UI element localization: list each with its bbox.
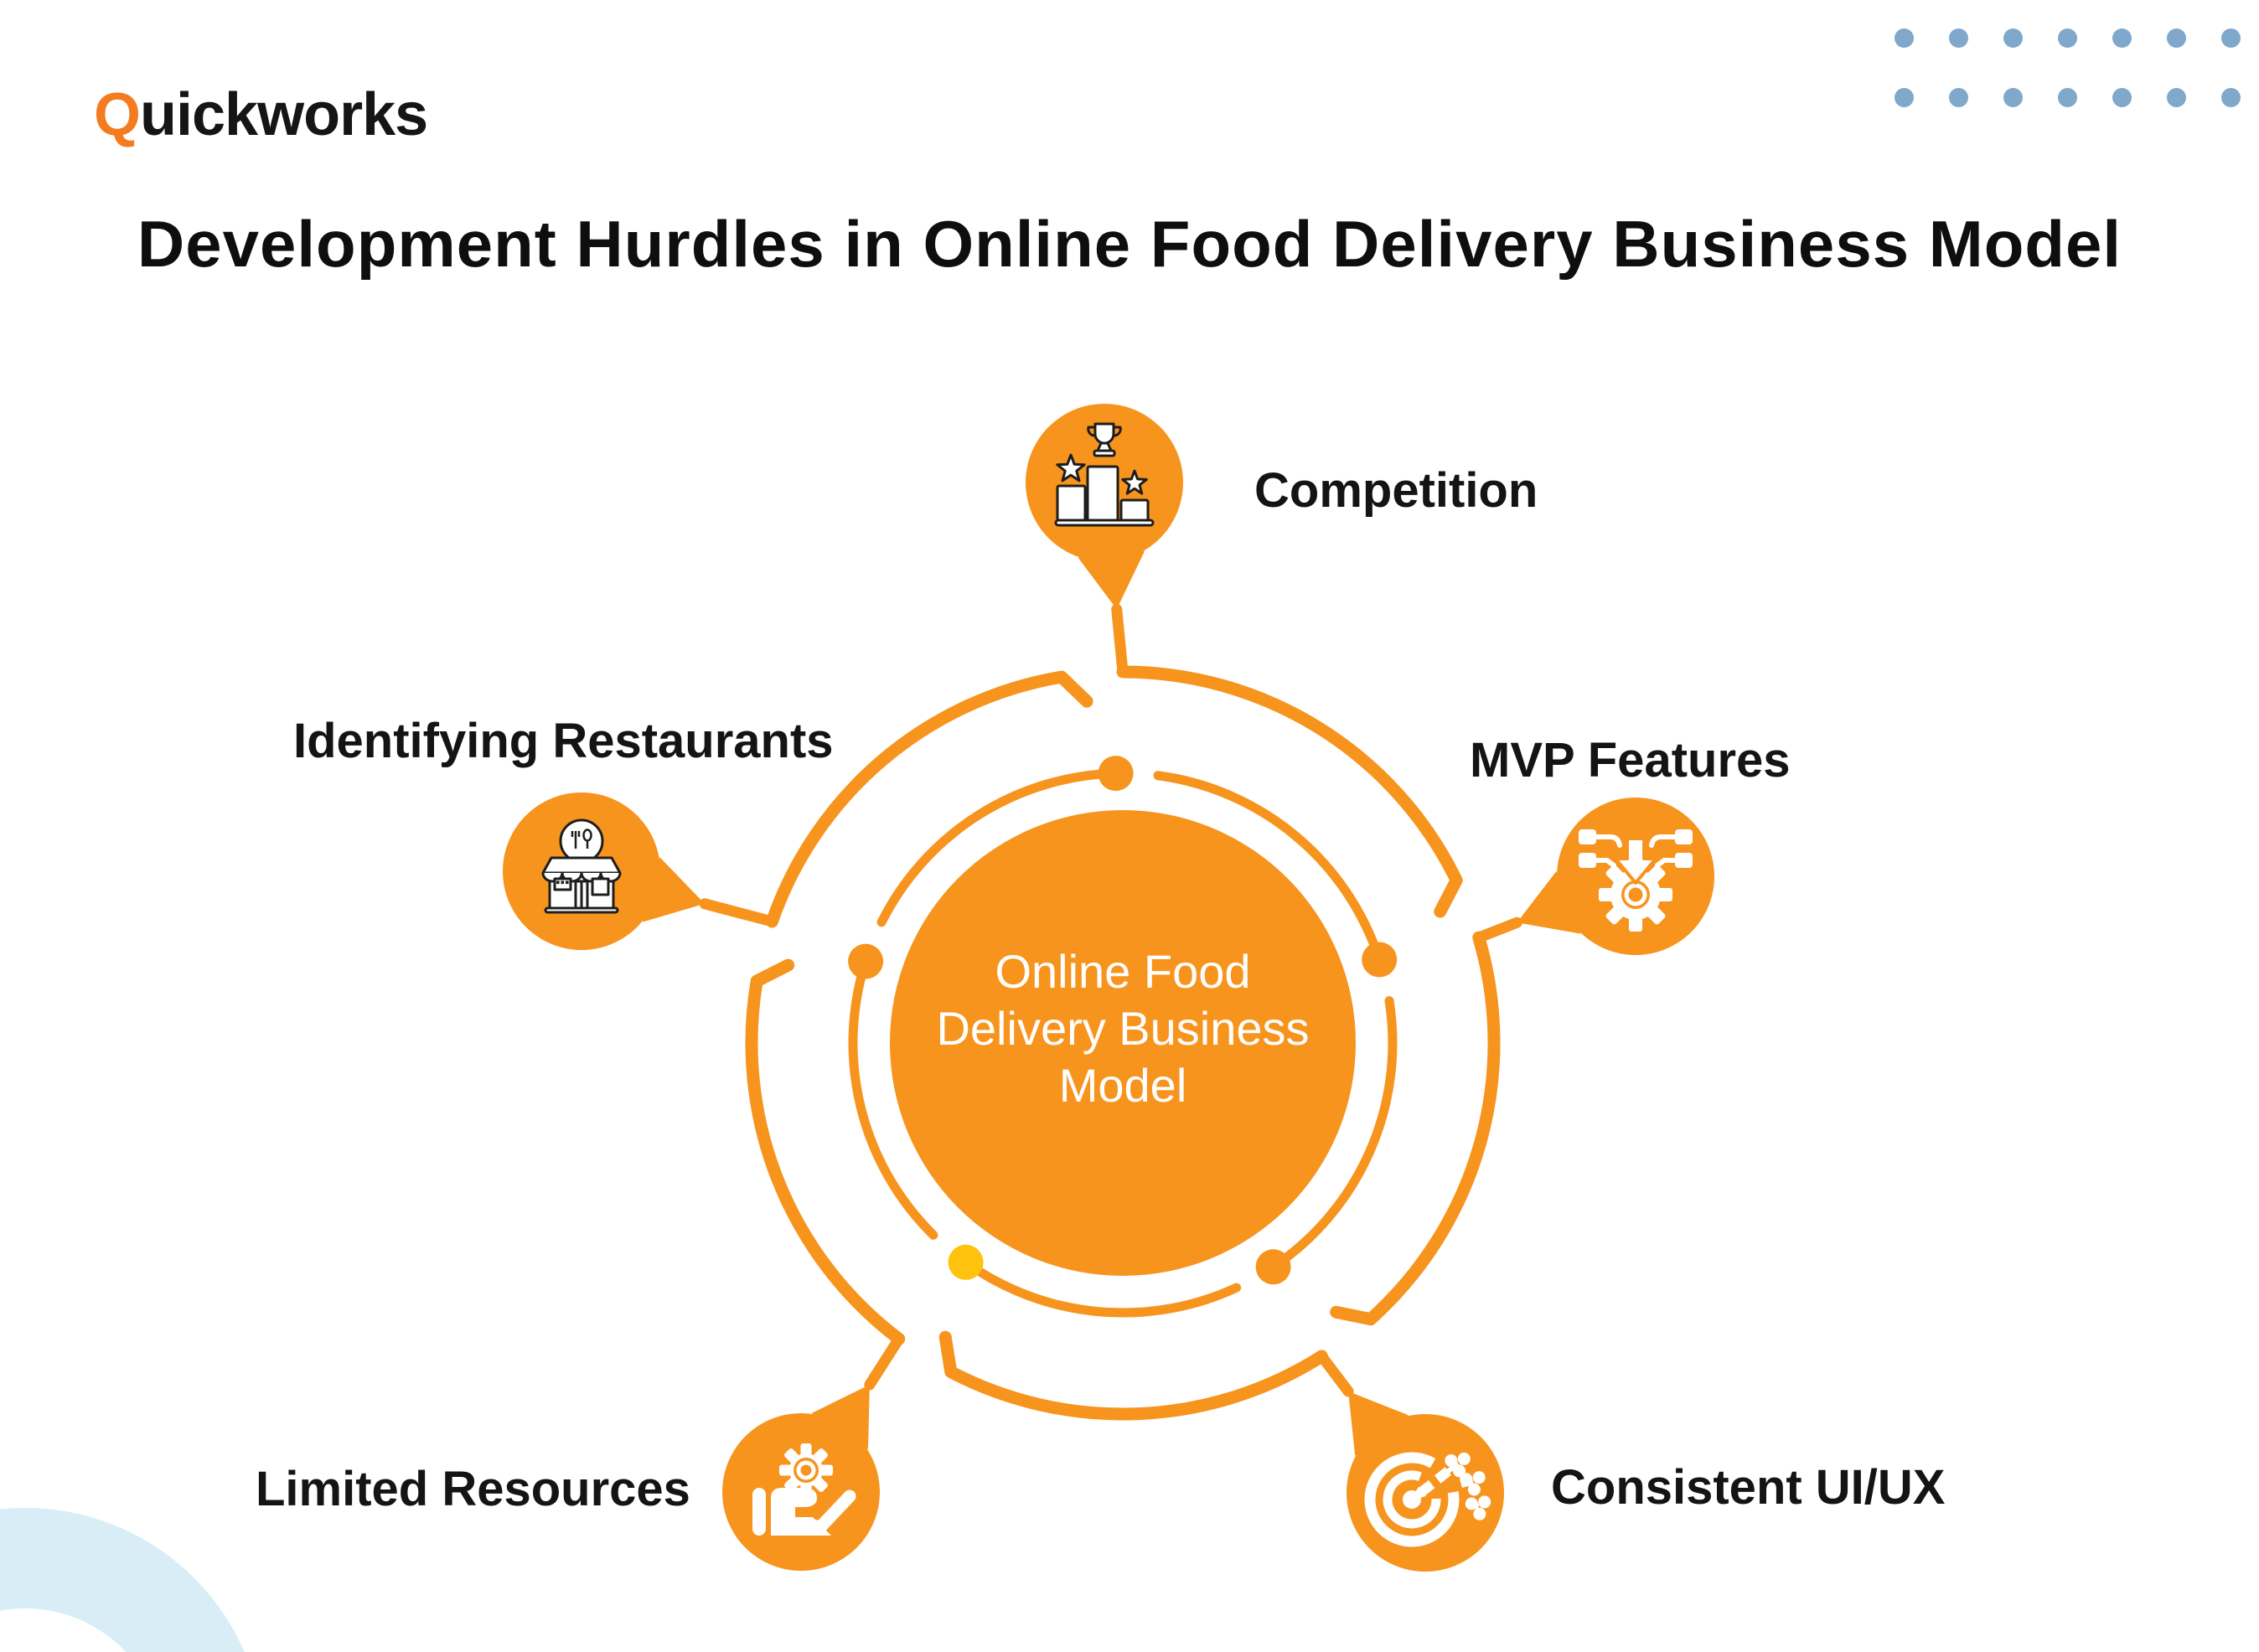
node-bubble-tail bbox=[1517, 871, 1581, 934]
node-label-identifying-restaurants: Identifying Restaurants bbox=[293, 714, 834, 768]
page-title: Development Hurdles in Online Food Deliv… bbox=[137, 207, 2122, 281]
down-arrow-shape bbox=[1614, 837, 1657, 885]
blue-dot-decoration bbox=[2112, 28, 2132, 48]
blue-dot-decoration bbox=[2167, 88, 2186, 107]
trophy-podium-icon bbox=[1054, 422, 1155, 527]
gear-shape bbox=[1599, 858, 1672, 932]
blue-dot-decoration bbox=[2058, 88, 2077, 107]
inner-ring-arc bbox=[961, 1257, 1242, 1318]
node-label-mvp-features: MVP Features bbox=[1470, 733, 1791, 787]
blue-dot-decoration bbox=[1895, 28, 1914, 48]
inner-ring-arc bbox=[876, 768, 1121, 927]
node-competition bbox=[1026, 404, 1183, 678]
blue-dot-decoration bbox=[2003, 28, 2023, 48]
blue-dot-decoration bbox=[1949, 88, 1968, 107]
blue-dot-decoration bbox=[2221, 28, 2241, 48]
node-connector-line bbox=[1316, 1350, 1354, 1397]
node-connector-line bbox=[1111, 603, 1129, 678]
node-label-consistent-uiux: Consistent UI/UX bbox=[1551, 1460, 1946, 1515]
blue-dot-decoration bbox=[2167, 28, 2186, 48]
outer-ring-arc bbox=[938, 1330, 1328, 1421]
hand-gear-icon bbox=[752, 1443, 856, 1536]
node-label-competition: Competition bbox=[1254, 463, 1538, 518]
node-bubble-tail bbox=[811, 1384, 870, 1450]
flowchart-gear-icon bbox=[1579, 829, 1693, 932]
node-consistent-uiux bbox=[1316, 1350, 1504, 1572]
inner-ring-arc bbox=[1153, 771, 1384, 964]
central-topic-circle: Online Food Delivery Business Model bbox=[890, 810, 1356, 1276]
blue-dot-decoration bbox=[2221, 88, 2241, 107]
inner-ring-dot bbox=[1362, 942, 1398, 978]
blue-dot-decoration bbox=[2112, 88, 2132, 107]
outer-ring-arc bbox=[1116, 665, 1463, 918]
logo-text: uickworks bbox=[140, 81, 428, 148]
blue-dot-decoration bbox=[2003, 88, 2023, 107]
blue-dot-decoration bbox=[1949, 28, 1968, 48]
node-mvp-features bbox=[1473, 798, 1714, 955]
logo-q-letter: Q bbox=[94, 81, 141, 148]
node-identifying-restaurants bbox=[503, 792, 778, 950]
outer-ring-arc bbox=[1330, 931, 1501, 1326]
node-connector-line bbox=[699, 898, 778, 927]
central-topic-line: Delivery Business bbox=[936, 1002, 1310, 1055]
outer-ring-arc bbox=[745, 958, 906, 1345]
node-label-limited-resources: Limited Resources bbox=[256, 1462, 690, 1516]
target-dart-icon bbox=[1364, 1452, 1491, 1547]
inner-ring-dot bbox=[848, 943, 884, 979]
storefront-icon bbox=[541, 818, 622, 914]
brand-logo: Quickworks bbox=[94, 80, 428, 149]
node-connector-line bbox=[1473, 916, 1522, 943]
inner-ring-dot bbox=[1098, 756, 1134, 792]
node-connector-line bbox=[864, 1333, 905, 1391]
central-topic-line: Model bbox=[1058, 1059, 1187, 1112]
inner-ring-arc bbox=[848, 957, 938, 1240]
node-bubble-tail bbox=[1078, 550, 1145, 610]
inner-ring-dot bbox=[948, 1244, 984, 1280]
dots-grid-decoration bbox=[1895, 28, 2259, 147]
blue-dot-decoration bbox=[1895, 88, 1914, 107]
inner-ring-arc bbox=[1269, 996, 1398, 1272]
central-topic-line: Online Food bbox=[995, 945, 1251, 998]
inner-ring-dot bbox=[1255, 1249, 1291, 1285]
node-limited-resources bbox=[722, 1333, 905, 1571]
blue-dot-decoration bbox=[2058, 28, 2077, 48]
node-bubble-tail bbox=[1348, 1391, 1409, 1456]
outer-ring-arc bbox=[765, 670, 1093, 928]
